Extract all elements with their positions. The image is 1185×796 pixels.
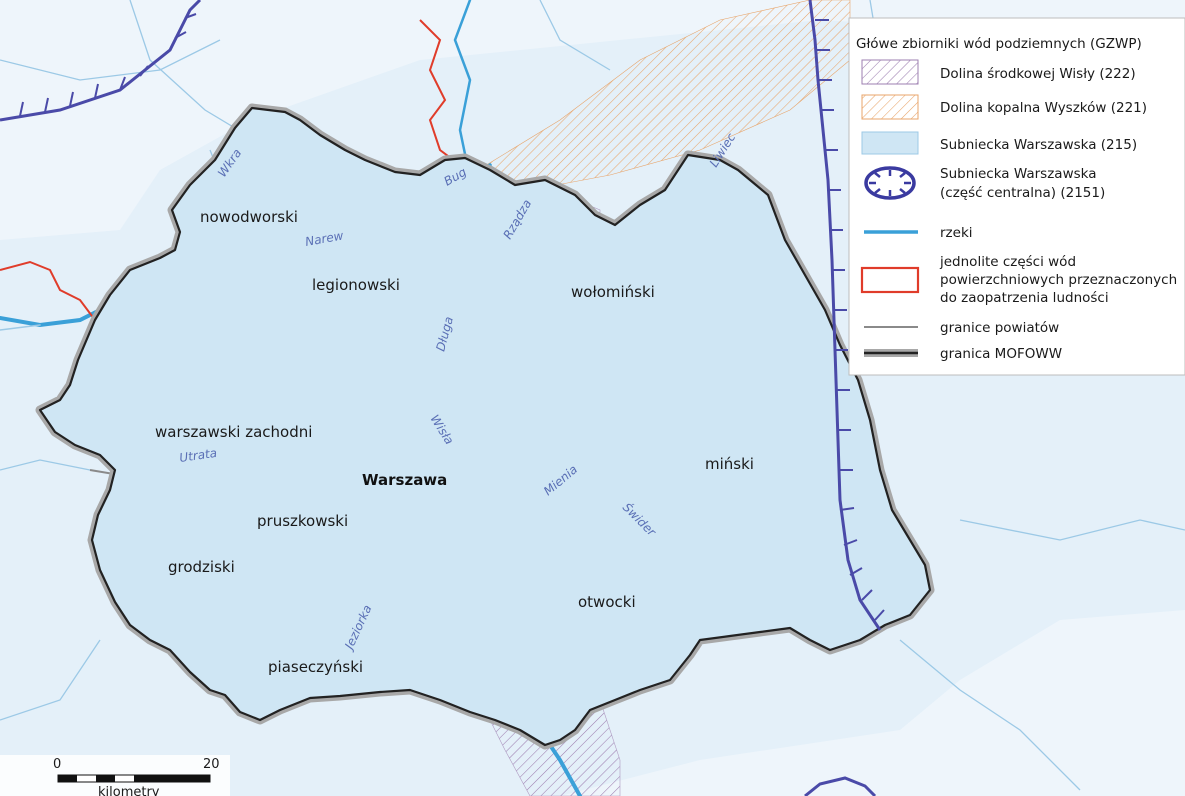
county-label-nowodworski: nowodworski: [200, 208, 298, 226]
legend-item-powiaty: granice powiatów: [940, 320, 1059, 336]
legend: Główe zbiorniki wód podziemnych (GZWP) D…: [848, 17, 1185, 376]
centralna-bottom-arc: [804, 776, 877, 796]
legend-item-jcwp-line3: do zaopatrzenia ludności: [940, 290, 1109, 306]
county-label-wolominski: wołomiński: [571, 283, 655, 301]
legend-item-jcwp-line2: powierzchniowych przeznaczonych: [940, 272, 1177, 288]
legend-title: Główe zbiorniki wód podziemnych (GZWP): [856, 36, 1142, 52]
county-label-warszawa: Warszawa: [362, 471, 447, 489]
county-label-piaseczynski: piaseczyński: [268, 658, 363, 676]
centralna-ticks: [19, 13, 885, 621]
scale-start-label: 0: [53, 757, 61, 772]
scale-end-label: 20: [203, 757, 220, 772]
legend-item-jcwp-line1: jednolite części wód: [939, 254, 1076, 270]
county-label-grodziski: grodziski: [168, 558, 235, 576]
legend-item-subniecka: Subniecka Warszawska (215): [940, 137, 1137, 153]
legend-item-centralna-line2: (część centralna) (2151): [940, 185, 1105, 201]
county-label-legionowski: legionowski: [312, 276, 400, 294]
legend-swatch-wisla: [861, 59, 919, 85]
legend-item-wyszkow: Dolina kopalna Wyszków (221): [940, 100, 1147, 116]
county-label-warszawski-zachodni: warszawski zachodni: [155, 423, 312, 441]
scale-bar: 0 20 kilometry: [0, 755, 230, 796]
river-label-utrata: Utrata: [178, 446, 217, 465]
legend-item-rzeki: rzeki: [940, 225, 973, 241]
legend-swatch-subniecka: [861, 131, 919, 155]
legend-swatch-jcwp: [860, 266, 920, 294]
legend-item-mofoww: granica MOFOWW: [940, 346, 1062, 362]
county-label-pruszkowski: pruszkowski: [257, 512, 348, 530]
county-label-otwocki: otwocki: [578, 593, 636, 611]
river-label-narew: Narew: [304, 228, 344, 248]
legend-item-wisla: Dolina środkowej Wisły (222): [940, 66, 1136, 82]
county-label-minski: miński: [705, 455, 754, 473]
legend-swatch-wyszkow: [861, 94, 919, 120]
scale-unit-label: kilometry: [98, 785, 160, 796]
legend-swatch-centralna: [864, 166, 916, 200]
legend-item-centralna-line1: Subniecka Warszawska: [940, 166, 1097, 182]
